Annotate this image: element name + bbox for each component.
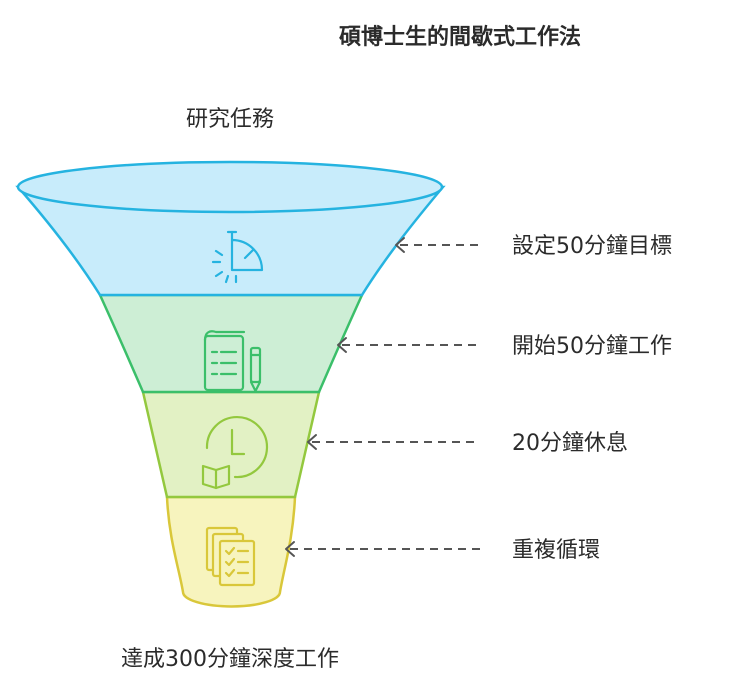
checklist-stack-icon bbox=[205, 526, 256, 587]
arrow-head-icon bbox=[285, 541, 295, 557]
stage-4-label: 重複循環 bbox=[512, 538, 600, 563]
funnel-output-label: 達成300分鐘深度工作 bbox=[121, 647, 339, 672]
stopwatch-icon bbox=[211, 230, 264, 284]
stage-2-label: 開始50分鐘工作 bbox=[512, 334, 672, 359]
notes-pencil-icon bbox=[203, 330, 262, 393]
arrow-head-icon bbox=[337, 337, 347, 353]
stage-2-callout: 開始50分鐘工作 bbox=[337, 334, 672, 359]
clock-book-icon bbox=[201, 416, 269, 490]
funnel-input-label: 研究任務 bbox=[186, 107, 274, 132]
arrow-head-icon bbox=[307, 434, 317, 450]
stage-1-label: 設定50分鐘目標 bbox=[512, 234, 672, 259]
stage-1-callout: 設定50分鐘目標 bbox=[395, 234, 672, 259]
funnel-stage-2 bbox=[98, 293, 364, 394]
funnel-section-1 bbox=[15, 185, 446, 297]
funnel-section-2 bbox=[98, 293, 364, 394]
diagram-title: 碩博士生的間歇式工作法 bbox=[339, 24, 581, 50]
funnel-rim bbox=[16, 160, 444, 214]
funnel-stage-1 bbox=[15, 160, 446, 297]
arrow-head-icon bbox=[395, 237, 405, 253]
stage-4-callout: 重複循環 bbox=[285, 538, 600, 563]
stage-3-label: 20分鐘休息 bbox=[512, 431, 628, 456]
stage-3-callout: 20分鐘休息 bbox=[307, 431, 628, 456]
